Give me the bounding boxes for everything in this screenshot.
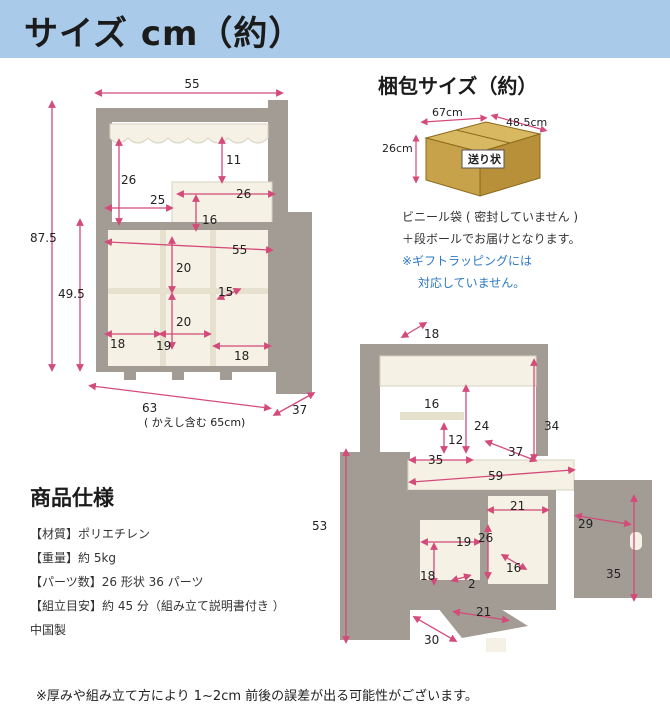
dim-knob: 2 — [468, 577, 476, 591]
spec-list: 【材質】ポリエチレン 【重量】約 5kg 【パーツ数】26 形状 36 パーツ … — [30, 522, 285, 642]
back-kitchen-illustration — [340, 344, 652, 652]
dim-hood-h: 24 — [474, 419, 489, 433]
packing-labels: 67cm 48.5cm 26cm 送り状 — [382, 106, 547, 166]
dim-shelf-h: 16 — [424, 397, 439, 411]
dim-oven-inner-h: 18 — [420, 569, 435, 583]
front-dimension-lines — [48, 89, 316, 416]
dim-top-depth: 18 — [424, 327, 439, 341]
dim-top-width: 26 — [236, 187, 251, 201]
dim-small-h: 12 — [448, 433, 463, 447]
dim-total-h: 53 — [312, 519, 327, 533]
dim-side-h: 34 — [544, 419, 559, 433]
packing-note-blue-2: 対応していません。 — [418, 276, 526, 290]
dim-height-total: 87.5 — [30, 231, 57, 245]
dim-awning-height: 26 — [121, 173, 136, 187]
pack-width: 67cm — [432, 106, 463, 119]
spec-parts: 【パーツ数】26 形状 36 パーツ — [30, 575, 204, 589]
packing-dimension-lines — [412, 113, 548, 184]
dim-base-width-note: ( かえし含む 65cm) — [144, 415, 245, 429]
page-title: サイズ cm（約） — [24, 14, 304, 54]
packing-box-illustration — [424, 121, 542, 197]
dim-oven-tray: 16 — [506, 561, 521, 575]
front-dimension-labels: 55 87.5 49.5 26 11 26 25 16 55 20 20 15 … — [30, 77, 307, 429]
dim-cube-upper: 20 — [176, 261, 191, 275]
dim-tray-d: 30 — [424, 633, 439, 647]
header-banner: サイズ cm（約） — [0, 0, 670, 58]
pack-height: 26cm — [382, 142, 413, 155]
dim-left-w: 35 — [428, 453, 443, 467]
spec-material: 【材質】ポリエチレン — [30, 527, 151, 541]
back-dimension-lines — [342, 321, 638, 644]
dim-width-top: 55 — [184, 77, 199, 91]
dim-height-lower: 49.5 — [58, 287, 85, 301]
dim-drawer-h: 16 — [202, 213, 217, 227]
dim-depth: 37 — [292, 403, 307, 417]
dim-side-width: 25 — [150, 193, 165, 207]
pack-box-label: 送り状 — [467, 152, 502, 166]
spec-title: 商品仕様 — [30, 486, 114, 510]
packing-note-blue-1: ※ギフトラッピングには — [402, 254, 533, 268]
back-dimension-labels: 18 16 24 34 12 35 37 59 53 21 29 26 19 1… — [312, 327, 621, 647]
packing-note-2: ＋段ボールでお届けとなります。 — [402, 232, 581, 246]
dim-counter-w: 59 — [488, 469, 503, 483]
dim-oven-h: 26 — [478, 531, 493, 545]
dim-base-width: 63 — [142, 401, 157, 415]
footnote: ※厚みや組み立て方により 1~2cm 前後の誤差が出る可能性がございます。 — [36, 689, 478, 704]
dim-mid-width: 55 — [232, 243, 247, 257]
packing-notes: ビニール袋 ( 密封していません ) ＋段ボールでお届けとなります。 ※ギフトラ… — [402, 206, 580, 294]
dim-right-w: 37 — [508, 445, 523, 459]
spec-origin: 中国製 — [30, 623, 67, 637]
dim-door-w: 29 — [578, 517, 593, 531]
dim-cube-right: 18 — [234, 349, 249, 363]
spec-assembly: 【組立目安】約 45 分（組み立て説明書付き ） — [30, 599, 285, 613]
spec-weight: 【重量】約 5kg — [30, 551, 117, 565]
dim-cube-lower: 20 — [176, 315, 191, 329]
packing-note-1: ビニール袋 ( 密封していません ) — [402, 210, 579, 224]
dim-tray-w: 21 — [476, 605, 491, 619]
packing-title: 梱包サイズ（約） — [378, 74, 538, 98]
dim-cube-mid: 19 — [156, 339, 171, 353]
dim-shelf-top: 11 — [226, 153, 241, 167]
dim-door-h: 35 — [606, 567, 621, 581]
dim-oven-w: 19 — [456, 535, 471, 549]
dim-cube-depth: 15 — [218, 285, 233, 299]
pack-depth: 48.5cm — [506, 116, 547, 129]
dim-cube-left: 18 — [110, 337, 125, 351]
dim-inner-w: 21 — [510, 499, 525, 513]
